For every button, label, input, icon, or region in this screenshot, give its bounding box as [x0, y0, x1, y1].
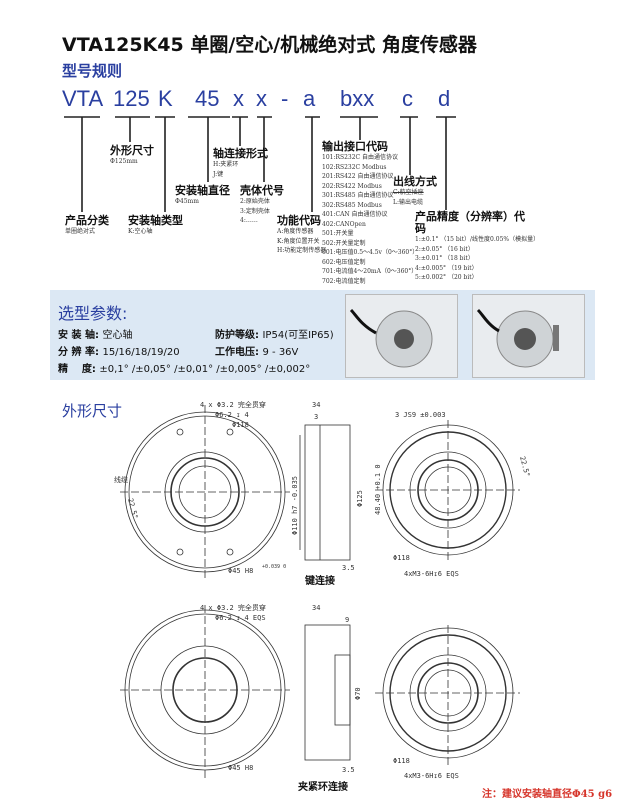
code-cable: c: [402, 86, 413, 111]
code-size: 125: [113, 86, 150, 111]
code-accuracy: d: [438, 86, 451, 111]
label-w34: 34: [312, 401, 320, 409]
caption-clamp-connection: 夹紧环连接: [298, 782, 348, 793]
label-counterbore-2: Φ6.2 ↧ 4 EQS: [215, 614, 266, 622]
label-d125: Φ125: [356, 490, 364, 507]
code-function: a: [303, 86, 316, 111]
spec-protection: 防护等级: IP54(可至IP65): [215, 330, 334, 341]
label-key: 3 JS9 ±0.003: [395, 411, 446, 419]
spec-accuracy: 精 度: ±0,1° /±0,05° /±0,01° /±0,005° /±0,…: [58, 364, 311, 375]
label-m3-2: 4xM3-6H↧6 EQS: [404, 772, 459, 780]
label-d118-rear-2: Φ118: [393, 757, 410, 765]
product-photo-clamp: [472, 294, 585, 378]
label-w34-2: 34: [312, 604, 320, 612]
field-accuracy: 产品精度（分辨率）代码 1:±0.1° （15 bit）/线性度0.05%（模拟…: [415, 210, 540, 282]
label-d45-tol: +0.039 0: [262, 564, 286, 570]
technical-drawings: 4 x Φ3.2 完全贯穿 Φ6.2 ↧ 4 Φ118 线缆 22.5° Φ45…: [114, 400, 531, 780]
model-heading: 型号规则: [62, 62, 123, 80]
label-d45: Φ45 H8: [228, 567, 253, 575]
side-view-key: 34 3 Φ110 h7 -0.035 Φ125 3.5: [291, 401, 364, 572]
label-holes-2: 4 x Φ3.2 完全贯穿: [200, 603, 266, 612]
code-leader-lines: [64, 116, 456, 212]
label-w35-2: 3.5: [342, 766, 355, 774]
label-m3: 4xM3-6H↧6 EQS: [404, 570, 459, 578]
spec-voltage: 工作电压: 9 - 36V: [215, 347, 299, 358]
label-holes: 4 x Φ3.2 完全贯穿: [200, 400, 266, 409]
front-view-key: 4 x Φ3.2 完全贯穿 Φ6.2 ↧ 4 Φ118 线缆 22.5° Φ45…: [114, 400, 290, 580]
product-photo-key: [345, 294, 458, 378]
page-title: VTA125K45 单圈/空心/机械绝对式 角度传感器: [62, 34, 477, 56]
code-housing: x: [256, 86, 267, 111]
selection-heading: 选型参数:: [58, 304, 128, 323]
spec-resolution: 分 辨 率: 15/16/18/19/20: [58, 347, 180, 358]
dims-heading: 外形尺寸: [62, 402, 123, 420]
label-counterbore: Φ6.2 ↧ 4: [215, 411, 249, 419]
code-connection: x: [233, 86, 244, 111]
label-w3: 3: [314, 413, 318, 421]
code-vta: VTA: [62, 86, 104, 111]
label-d118-rear: Φ118: [393, 554, 410, 562]
label-key-height: 48.40 +0.1 0: [374, 464, 382, 515]
rear-view-key: 3 JS9 ±0.003 48.40 +0.1 0 22.5° Φ118 4xM…: [374, 411, 531, 578]
clamp-views: 4 x Φ3.2 完全贯穿 Φ6.2 ↧ 4 EQS Φ45 H8 34 9 Φ…: [120, 603, 520, 780]
label-d45-2: Φ45 H8: [228, 764, 253, 772]
code-shaft-type: K: [158, 86, 173, 111]
label-d110: Φ110 h7 -0.035: [291, 476, 299, 535]
label-w35: 3.5: [342, 564, 355, 572]
label-d118: Φ118: [232, 421, 249, 429]
label-angle: 22.5°: [126, 497, 139, 519]
spec-shaft: 安 装 轴: 空心轴: [58, 330, 133, 341]
caption-key-connection: 键连接: [305, 576, 335, 587]
installation-note: 注：建议安装轴直径Φ45 g6: [482, 789, 613, 800]
label-d70: Φ70: [354, 687, 362, 700]
field-product-class: 产品分类单圈绝对式: [65, 214, 109, 236]
code-dash: -: [281, 86, 289, 111]
label-cable: 线缆: [114, 475, 128, 484]
code-diameter: 45: [195, 86, 220, 111]
label-angle-rear: 22.5°: [518, 455, 531, 477]
label-w9: 9: [345, 616, 349, 624]
code-output: bxx: [340, 86, 375, 111]
